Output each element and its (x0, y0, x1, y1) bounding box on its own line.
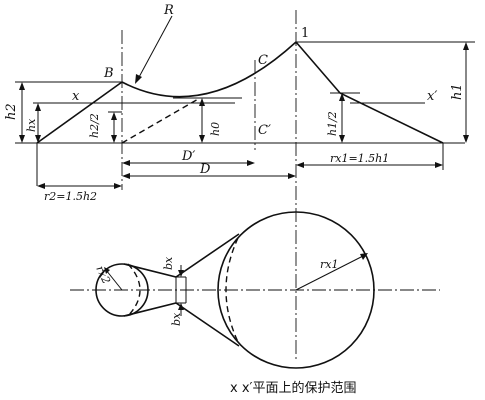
label-x: x (72, 89, 80, 104)
arc-r (121, 41, 297, 98)
label-x-prime: x′ (427, 89, 437, 104)
right-slope-line (295, 41, 444, 144)
label-h2: h2 (4, 103, 19, 120)
label-h1: h1 (450, 83, 465, 100)
label-c: C (258, 53, 268, 68)
circle-rx1 (217, 211, 375, 369)
circle-rx2-dashed (127, 263, 141, 317)
label-rx1: rx1 (320, 258, 338, 271)
label-rx1-eq: rx1=1.5h1 (330, 152, 389, 165)
circle-rx1-dashed (225, 237, 239, 343)
label-r: R (163, 3, 174, 18)
label-hx: hx (25, 118, 38, 132)
label-h2-half: h2/2 (88, 113, 101, 138)
label-b: B (103, 66, 114, 81)
label-h1-half: h1/2 (326, 111, 339, 136)
r-leader (137, 15, 173, 80)
circle-rx2 (95, 263, 149, 317)
label-1: 1 (301, 26, 309, 41)
left-slope-line (36, 81, 123, 144)
label-d-prime: D′ (181, 149, 195, 164)
label-bx-bottom: bx (170, 312, 183, 326)
label-h0: h0 (209, 122, 222, 136)
label-c-prime: C′ (258, 123, 271, 138)
label-d: D (199, 162, 211, 177)
label-bx-top: bx (162, 256, 175, 270)
caption: x x′平面上的保护范围 (230, 380, 356, 396)
rx1-radius (295, 254, 366, 291)
dashed-slope-line (121, 97, 201, 144)
label-r2: r2=1.5h2 (44, 190, 97, 203)
rx2-radius (105, 269, 123, 291)
